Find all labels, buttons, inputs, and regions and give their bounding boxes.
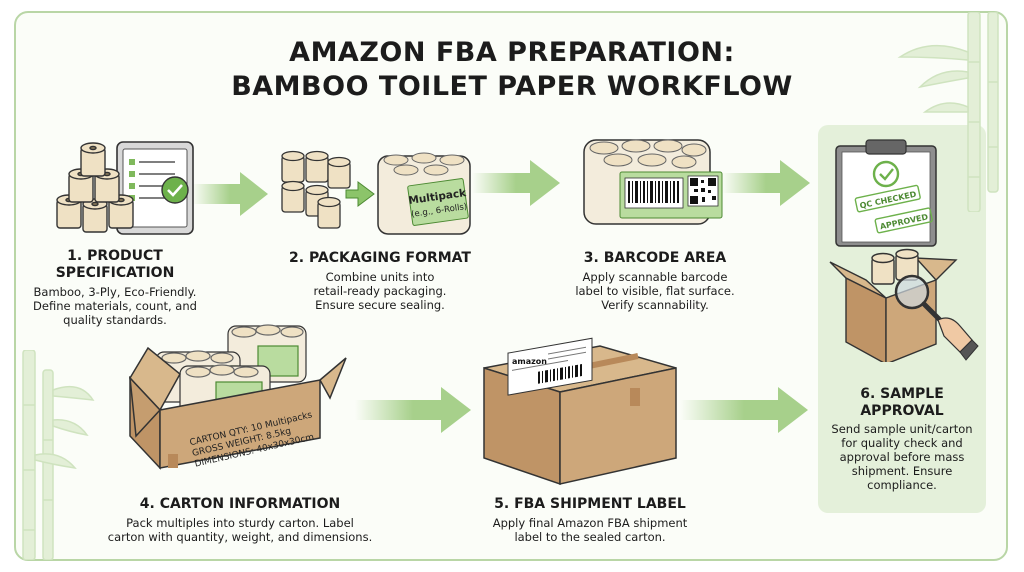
clipboard-icon: QC CHECKED APPROVED: [835, 139, 937, 247]
step5-title: 5. FBA SHIPMENT LABEL: [494, 496, 686, 512]
step6-title: 6. SAMPLE APPROVAL: [860, 386, 944, 419]
step3-description: Apply scannable barcode label to visible…: [575, 270, 735, 312]
page-title-line1: AMAZON FBA PREPARATION:: [289, 37, 735, 68]
qr-code-icon: [687, 175, 719, 207]
shipping-label-brand: amazon: [512, 357, 547, 366]
step4-title: 4. CARTON INFORMATION: [139, 496, 341, 512]
bamboo-decoration-bottom-left: [22, 350, 95, 560]
sample-approval-illustration: QC CHECKED APPROVED: [829, 139, 979, 362]
step4-description: Pack multiples into sturdy carton. Label…: [107, 516, 373, 544]
arrow-step3-to-6: [722, 160, 810, 206]
step5-description: Apply final Amazon FBA shipment label to…: [492, 516, 688, 544]
bamboo-decoration-top-right: [897, 12, 999, 212]
multipack-icon: [377, 152, 471, 235]
barcode-area-illustration: [583, 139, 723, 225]
step2-description: Combine units into retail-ready packagin…: [313, 270, 447, 312]
arrow-step2-to-3: [472, 160, 560, 206]
arrow-step5-to-6: [680, 387, 808, 433]
step1-title: 1. PRODUCT SPECIFICATION: [55, 248, 175, 281]
shipping-label-icon: amazon: [507, 337, 593, 396]
arrow-step1-to-2: [192, 172, 268, 216]
open-carton-icon: [129, 346, 347, 470]
sample-box-icon: [829, 248, 958, 362]
carton-information-illustration: CARTON QTY: 10 Multipacks GROSS WEIGHT: …: [129, 324, 347, 470]
step3-title: 3. BARCODE AREA: [583, 250, 727, 266]
step1-description: Bamboo, 3-Ply, Eco-Friendly. Define mate…: [33, 285, 197, 327]
magnifying-glass-icon: [894, 274, 979, 361]
toilet-roll-stack-icon: [56, 142, 134, 233]
packaging-format-illustration: Multipack (e.g., 6-Rolls): [281, 150, 471, 235]
loose-rolls-icon: [281, 150, 351, 229]
arrow-step4-to-5: [355, 387, 471, 433]
product-specification-illustration: [56, 141, 194, 235]
page-title-line2: BAMBOO TOILET PAPER WORKFLOW: [231, 71, 793, 102]
small-arrow-icon: [345, 181, 375, 207]
tablet-checklist-icon: [116, 141, 194, 235]
fba-shipment-label-illustration: amazon: [483, 337, 677, 486]
step2-title: 2. PACKAGING FORMAT: [289, 250, 471, 266]
step6-description: Send sample unit/carton for quality chec…: [831, 422, 973, 492]
